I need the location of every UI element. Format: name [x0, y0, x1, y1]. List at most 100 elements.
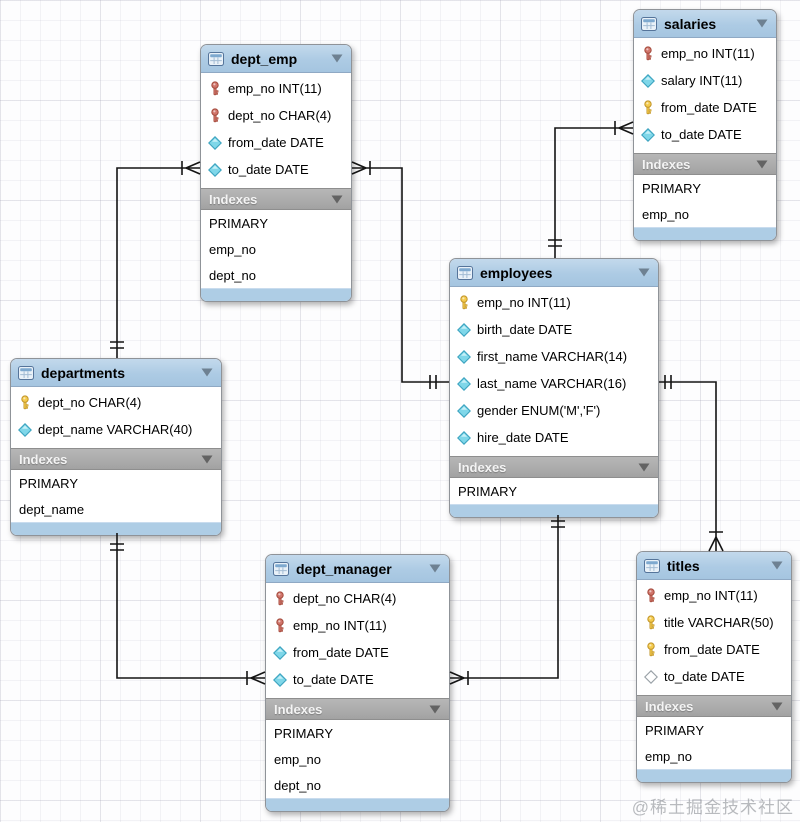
column-row[interactable]: emp_no INT(11)	[201, 75, 351, 102]
columns-section: emp_no INT(11) birth_date DATE first_name …	[450, 287, 658, 456]
index-row[interactable]: emp_no	[645, 748, 692, 764]
indexes-section-header[interactable]: Indexes	[11, 448, 221, 470]
column-row[interactable]: emp_no INT(11)	[266, 612, 449, 639]
columns-section: emp_no INT(11)salary INT(11)from_date DA…	[634, 38, 776, 153]
chevron-down-icon[interactable]	[429, 564, 441, 573]
indexes-section: PRIMARY emp_no dept_no	[201, 210, 351, 288]
column-row[interactable]: title VARCHAR(50)	[637, 609, 791, 636]
column-row[interactable]: hire_date DATE	[450, 424, 658, 451]
table-grid-icon	[18, 365, 34, 380]
index-row[interactable]: emp_no	[642, 206, 689, 222]
chevron-down-icon[interactable]	[638, 463, 650, 472]
indexes-label: Indexes	[209, 191, 258, 207]
column-row[interactable]: to_date DATE	[201, 156, 351, 183]
table-header-departments[interactable]: departments	[11, 359, 221, 387]
table-grid-icon	[457, 265, 473, 280]
chevron-down-icon[interactable]	[201, 368, 213, 377]
index-row[interactable]: PRIMARY	[458, 483, 517, 499]
column-text: dept_no CHAR(4)	[228, 108, 332, 123]
column-row[interactable]: dept_no CHAR(4)	[201, 102, 351, 129]
indexes-section-header[interactable]: Indexes	[266, 698, 449, 720]
foreign-key-icon	[640, 46, 655, 61]
chevron-down-icon[interactable]	[201, 455, 213, 464]
column-row[interactable]: from_date DATE	[266, 639, 449, 666]
chevron-down-icon[interactable]	[771, 702, 783, 711]
index-row[interactable]: PRIMARY	[19, 475, 78, 491]
indexes-section: PRIMARY emp_no	[634, 175, 776, 227]
chevron-down-icon[interactable]	[756, 160, 768, 169]
watermark: @稀土掘金技术社区	[631, 798, 794, 817]
column-row[interactable]: emp_no INT(11)	[450, 289, 658, 316]
table-header-dept_emp[interactable]: dept_emp	[201, 45, 351, 73]
indexes-label: Indexes	[458, 459, 507, 475]
column-text: first_name VARCHAR(14)	[477, 349, 628, 364]
table-footer	[266, 798, 449, 811]
index-row[interactable]: PRIMARY	[274, 725, 333, 741]
primary-key-icon	[640, 100, 655, 115]
indexes-section: PRIMARY	[450, 478, 658, 504]
index-row[interactable]: dept_name	[19, 501, 85, 517]
table-employees[interactable]: employees emp_no INT(11) birth_date DATE fi…	[449, 258, 659, 518]
indexes-section: PRIMARY emp_no	[637, 717, 791, 769]
column-row[interactable]: from_date DATE	[201, 129, 351, 156]
table-header-employees[interactable]: employees	[450, 259, 658, 287]
column-row[interactable]: to_date DATE	[634, 121, 776, 148]
column-text: birth_date DATE	[477, 322, 573, 337]
column-text: from_date DATE	[664, 642, 760, 657]
index-row[interactable]: dept_no	[209, 267, 256, 283]
table-grid-icon	[641, 16, 657, 31]
table-header-titles[interactable]: titles	[637, 552, 791, 580]
column-row[interactable]: birth_date DATE	[450, 316, 658, 343]
index-row[interactable]: PRIMARY	[645, 722, 704, 738]
table-title: salaries	[664, 15, 717, 32]
column-text: emp_no INT(11)	[293, 618, 387, 633]
chevron-down-icon[interactable]	[638, 268, 650, 277]
table-header-salaries[interactable]: salaries	[634, 10, 776, 38]
indexes-section-header[interactable]: Indexes	[201, 188, 351, 210]
indexes-section-header[interactable]: Indexes	[450, 456, 658, 478]
column-text: to_date DATE	[228, 162, 309, 177]
column-text: last_name VARCHAR(16)	[477, 376, 627, 391]
column-row[interactable]: dept_name VARCHAR(40)	[11, 416, 221, 443]
index-row[interactable]: emp_no	[209, 241, 256, 257]
column-row[interactable]: first_name VARCHAR(14)	[450, 343, 658, 370]
indexes-label: Indexes	[645, 698, 694, 714]
table-salaries[interactable]: salaries emp_no INT(11)salary INT(11)from…	[633, 9, 777, 241]
chevron-down-icon[interactable]	[429, 705, 441, 714]
chevron-down-icon[interactable]	[331, 54, 343, 63]
chevron-down-icon[interactable]	[331, 195, 343, 204]
not-null-column-icon	[17, 422, 32, 437]
column-row[interactable]: gender ENUM('M','F')	[450, 397, 658, 424]
column-row[interactable]: dept_no CHAR(4)	[11, 389, 221, 416]
column-row[interactable]: to_date DATE	[637, 663, 791, 690]
index-row[interactable]: PRIMARY	[209, 215, 268, 231]
not-null-column-icon	[640, 127, 655, 142]
index-row[interactable]: dept_no	[274, 777, 321, 793]
column-text: emp_no INT(11)	[477, 295, 571, 310]
column-row[interactable]: emp_no INT(11)	[634, 40, 776, 67]
foreign-key-icon	[643, 588, 658, 603]
table-title: employees	[480, 264, 553, 281]
indexes-section: PRIMARY emp_no dept_no	[266, 720, 449, 798]
column-row[interactable]: from_date DATE	[634, 94, 776, 121]
index-row[interactable]: emp_no	[274, 751, 321, 767]
chevron-down-icon[interactable]	[756, 19, 768, 28]
primary-key-icon	[456, 295, 471, 310]
column-row[interactable]: from_date DATE	[637, 636, 791, 663]
column-row[interactable]: to_date DATE	[266, 666, 449, 693]
column-row[interactable]: last_name VARCHAR(16)	[450, 370, 658, 397]
table-header-dept_manager[interactable]: dept_manager	[266, 555, 449, 583]
indexes-section-header[interactable]: Indexes	[634, 153, 776, 175]
not-null-column-icon	[207, 162, 222, 177]
column-row[interactable]: dept_no CHAR(4)	[266, 585, 449, 612]
column-row[interactable]: salary INT(11)	[634, 67, 776, 94]
chevron-down-icon[interactable]	[771, 561, 783, 570]
column-row[interactable]: emp_no INT(11)	[637, 582, 791, 609]
index-row[interactable]: PRIMARY	[642, 180, 701, 196]
indexes-section-header[interactable]: Indexes	[637, 695, 791, 717]
